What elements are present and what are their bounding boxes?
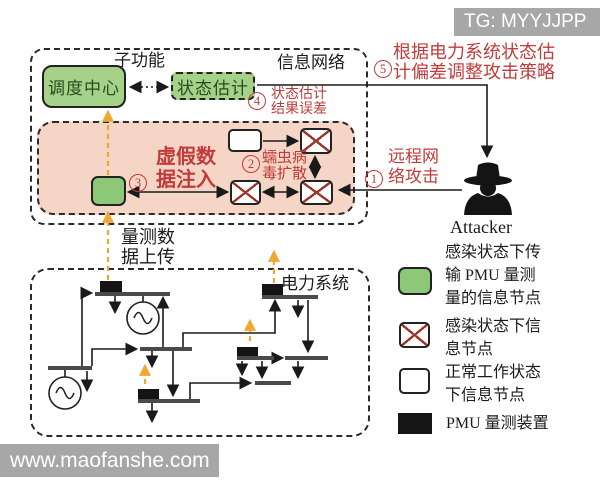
power-system-label: 电力系统	[281, 274, 349, 293]
legend-infected-node-icon	[399, 322, 430, 348]
step-5-number: 5	[374, 60, 392, 78]
legend-pmu-device-icon	[398, 413, 432, 434]
legend-item-3-text: 正常工作状态 下信息节点	[445, 364, 542, 404]
dispatch-center-box: 调度中心	[42, 65, 126, 108]
attacker-label: Attacker	[450, 217, 512, 237]
step-4-number: 4	[248, 92, 266, 110]
power-system-container	[30, 268, 370, 437]
infected-node-bottom-right	[300, 180, 333, 205]
sub-function-label: 子功能	[114, 51, 165, 70]
step-5-label: 根据电力系统状态估 计偏差调整攻击策略	[393, 42, 555, 82]
legend-normal-node-icon	[399, 368, 430, 394]
infected-pmu-upload-node	[91, 176, 126, 206]
step-3-number: 3	[129, 174, 147, 192]
legend-item-2-text: 感染状态下信 息节点	[445, 318, 542, 358]
tg-badge: TG: MYYJJPP	[454, 8, 600, 36]
step-3-label: 虚假数 据注入	[156, 146, 216, 191]
site-watermark: www.maofanshe.com	[0, 444, 219, 477]
attacker-icon	[464, 162, 512, 215]
legend-infected-pmu-node-icon	[398, 267, 432, 295]
infected-node-bottom-middle	[230, 180, 261, 205]
step-1-number: 1	[365, 170, 383, 188]
state-estimation-box: 状态估计	[171, 72, 255, 100]
measurement-upload-label: 量测数 据上传	[121, 227, 175, 267]
step-2-number: 2	[242, 155, 260, 173]
info-network-label: 信息网络	[277, 53, 345, 72]
legend-item-1-text: 感染状态下传 输 PMU 量测 量的信息节点	[445, 244, 542, 307]
legend-item-4-text: PMU 量测装置	[446, 415, 549, 432]
